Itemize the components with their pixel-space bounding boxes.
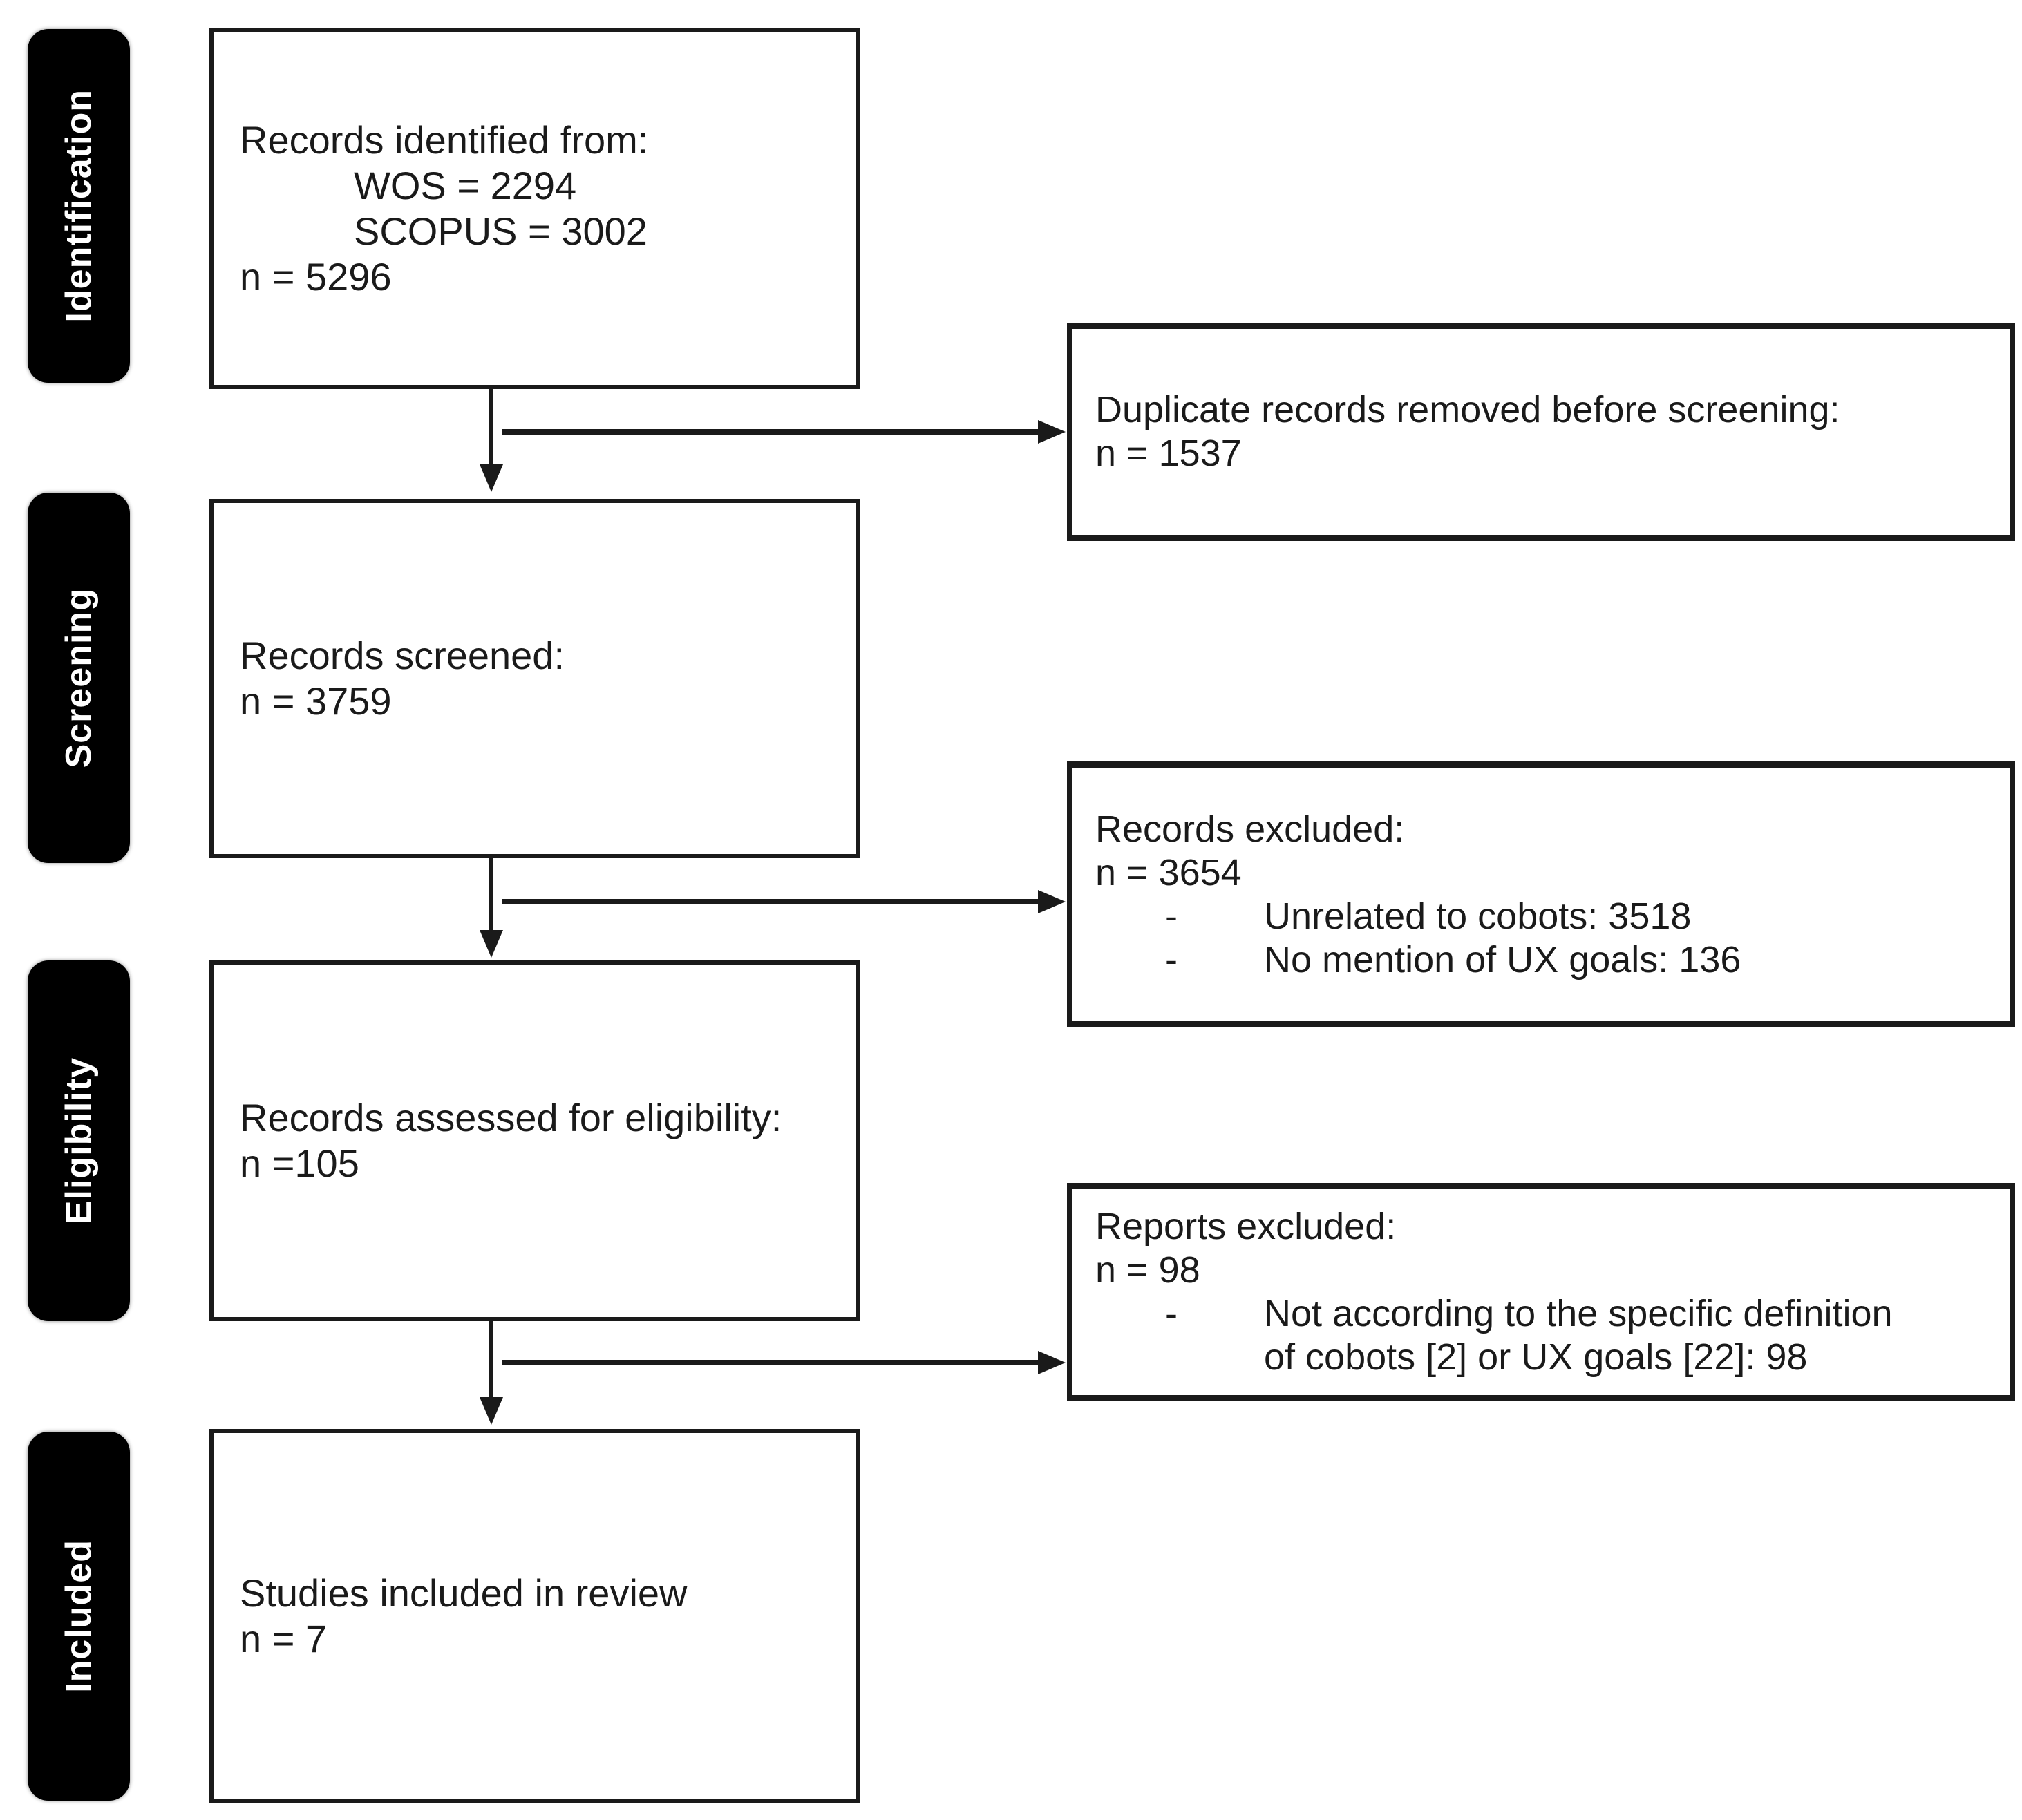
records-screened-title: Records screened: xyxy=(240,634,565,677)
reports-excluded-total: n = 98 xyxy=(1095,1249,1200,1291)
reports-excluded-bullet-line-1: Not according to the specific definition xyxy=(1264,1293,1893,1334)
records-excluded-total: n = 3654 xyxy=(1095,851,1242,893)
arrow-screened-to-assessed-shaft xyxy=(489,858,493,930)
box-records-screened: Records screened: n = 3759 xyxy=(209,499,860,858)
records-excluded-bullet-no-ux: - No mention of UX goals: 136 xyxy=(1095,938,1998,982)
records-excluded-title: Records excluded: xyxy=(1095,808,1405,850)
records-excluded-bullet-unrelated: - Unrelated to cobots: 3518 xyxy=(1095,895,1998,938)
box-studies-included: Studies included in review n = 7 xyxy=(209,1429,860,1803)
arrow-to-reports-excluded-shaft xyxy=(502,1360,1038,1365)
box-records-identified: Records identified from: WOS = 2294 SCOP… xyxy=(209,28,860,389)
records-assessed-total: n =105 xyxy=(240,1141,359,1185)
stage-label-screening: Screening xyxy=(28,493,130,863)
records-excluded-bullet-unrelated-text: Unrelated to cobots: 3518 xyxy=(1264,895,1692,937)
records-identified-source-scopus: SCOPUS = 3002 xyxy=(354,209,648,253)
box-duplicates-removed: Duplicate records removed before screeni… xyxy=(1067,323,2015,541)
stage-label-identification-text: Identification xyxy=(59,89,99,323)
arrow-identified-to-screened-shaft xyxy=(489,389,493,464)
box-records-assessed: Records assessed for eligibility: n =105 xyxy=(209,960,860,1321)
reports-excluded-title: Reports excluded: xyxy=(1095,1206,1397,1247)
records-assessed-title: Records assessed for eligibility: xyxy=(240,1096,782,1139)
duplicates-removed-total: n = 1537 xyxy=(1095,433,1242,474)
arrow-right-icon xyxy=(1038,420,1066,444)
arrow-right-icon xyxy=(1038,890,1066,913)
records-screened-total: n = 3759 xyxy=(240,679,392,723)
stage-label-eligibility-text: Eligibility xyxy=(59,1056,99,1225)
bullet-dash-icon: - xyxy=(1165,938,1178,980)
box-reports-excluded: Reports excluded: n = 98 - Not according… xyxy=(1067,1183,2015,1401)
bullet-dash-icon: - xyxy=(1165,1293,1178,1334)
records-identified-title: Records identified from: xyxy=(240,117,649,162)
arrow-right-icon xyxy=(1038,1351,1066,1374)
records-excluded-bullet-no-ux-text: No mention of UX goals: 136 xyxy=(1264,938,1741,980)
studies-included-title: Studies included in review xyxy=(240,1571,688,1615)
arrow-to-duplicates-shaft xyxy=(502,429,1038,435)
reports-excluded-bullet-definition-text: Not according to the specific definition… xyxy=(1264,1292,1998,1379)
stage-label-screening-text: Screening xyxy=(59,587,99,768)
arrow-down-icon xyxy=(480,930,503,958)
arrow-down-icon xyxy=(480,1397,503,1425)
box-records-excluded: Records excluded: n = 3654 - Unrelated t… xyxy=(1067,761,2015,1027)
arrow-assessed-to-included-shaft xyxy=(489,1321,493,1397)
duplicates-removed-title: Duplicate records removed before screeni… xyxy=(1095,389,1840,430)
stage-label-eligibility: Eligibility xyxy=(28,960,130,1321)
bullet-dash-icon: - xyxy=(1165,895,1178,937)
arrow-down-icon xyxy=(480,464,503,492)
stage-label-identification: Identification xyxy=(28,29,130,383)
stage-label-included-text: Included xyxy=(59,1539,99,1693)
records-identified-source-wos: WOS = 2294 xyxy=(354,163,577,207)
arrow-to-records-excluded-shaft xyxy=(502,899,1038,904)
studies-included-total: n = 7 xyxy=(240,1617,328,1660)
reports-excluded-bullet-definition: - Not according to the specific definiti… xyxy=(1095,1292,1998,1379)
reports-excluded-bullet-line-2: of cobots [2] or UX goals [22]: 98 xyxy=(1264,1336,1808,1378)
records-identified-total: n = 5296 xyxy=(240,254,392,298)
stage-label-included: Included xyxy=(28,1432,130,1801)
